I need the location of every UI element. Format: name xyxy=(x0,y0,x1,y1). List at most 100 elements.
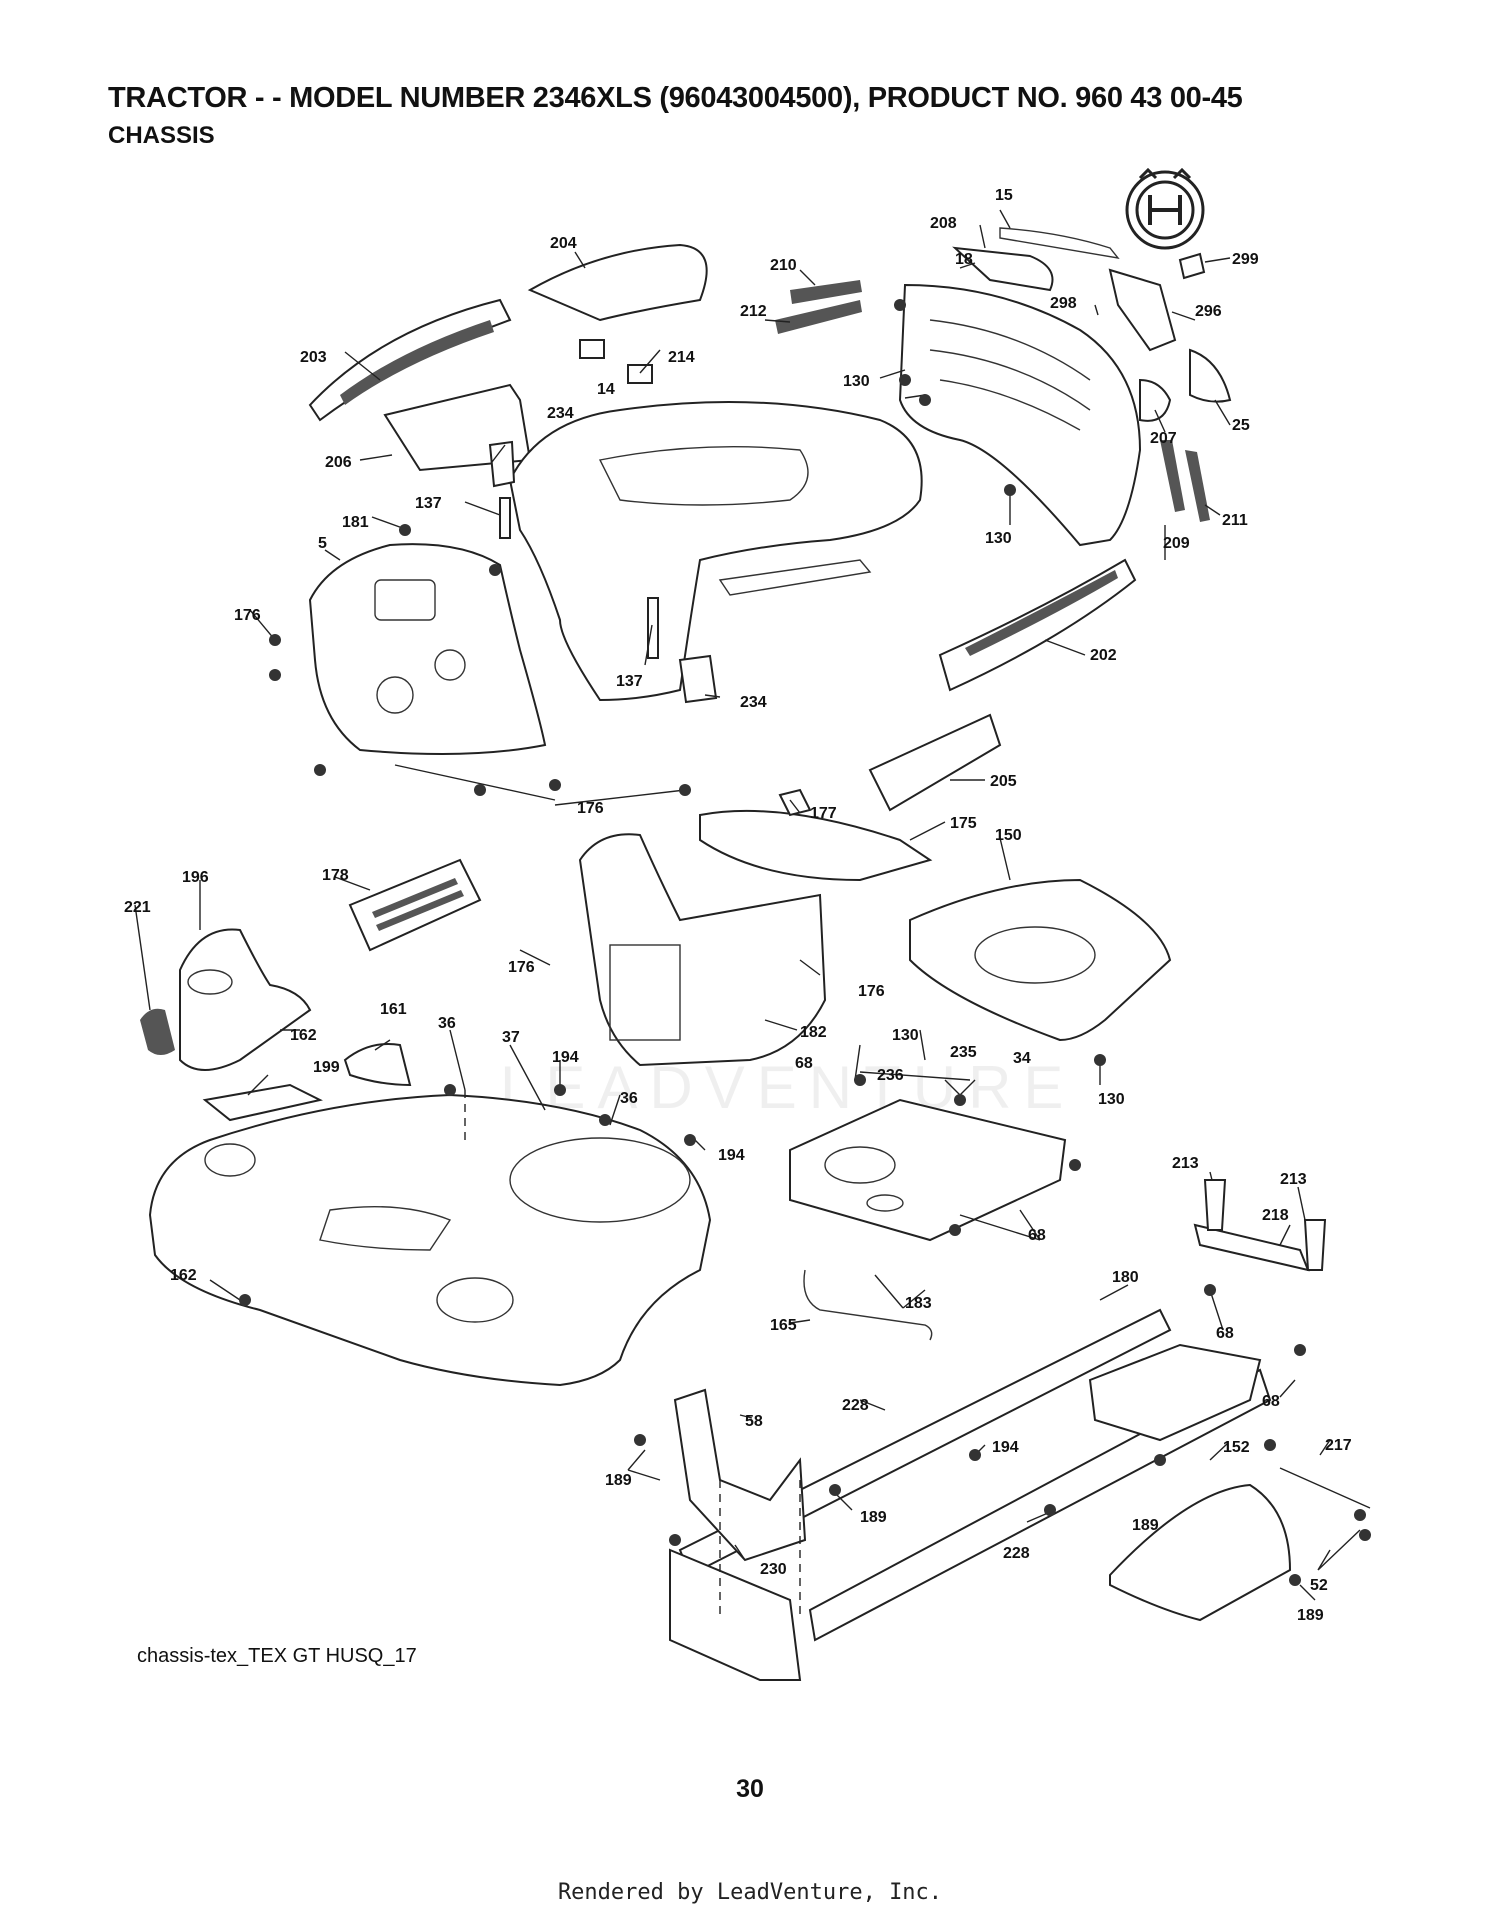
alignment-dashes xyxy=(464,1090,801,1620)
part-234-pad-2 xyxy=(678,654,718,704)
part-58-bracket xyxy=(673,1388,807,1562)
part-161-cover xyxy=(343,1043,412,1087)
part-205-hood-support xyxy=(868,713,1002,812)
callout-228a: 228 xyxy=(842,1397,869,1414)
callout-189b: 189 xyxy=(860,1509,887,1526)
part-202-mesh xyxy=(965,570,1118,656)
callout-296: 296 xyxy=(1195,303,1222,320)
watermark-text: LEADVENTURE xyxy=(500,1054,1075,1121)
section-subtitle: CHASSIS xyxy=(108,122,215,149)
callout-130d: 130 xyxy=(1098,1091,1125,1108)
callout-236: 236 xyxy=(877,1067,904,1084)
husqvarna-logo-icon xyxy=(1125,167,1205,250)
part-234-pad xyxy=(488,440,516,488)
part-203-mesh xyxy=(340,320,494,405)
callout-218: 218 xyxy=(1262,1207,1289,1224)
callout-189a: 189 xyxy=(605,1472,632,1489)
part-14-hood-panel xyxy=(598,445,809,506)
part-211-grille-strip xyxy=(1185,450,1210,522)
callout-34: 34 xyxy=(1013,1050,1031,1067)
callout-205: 205 xyxy=(990,773,1017,790)
part-182-opening xyxy=(609,944,681,1041)
callout-150: 150 xyxy=(995,827,1022,844)
callout-209: 209 xyxy=(1163,535,1190,552)
part-5-gauge-cluster xyxy=(374,579,436,621)
callout-234a: 234 xyxy=(547,405,574,422)
part-15-strip xyxy=(999,227,1120,260)
callout-137b: 137 xyxy=(616,673,643,690)
part-214-clip-2 xyxy=(627,364,653,384)
callout-203: 203 xyxy=(300,349,327,366)
callout-180: 180 xyxy=(1112,1269,1139,1286)
part-299-badge xyxy=(1178,252,1206,280)
callout-161: 161 xyxy=(380,1001,407,1018)
footer-credit: Rendered by LeadVenture, Inc. xyxy=(557,1880,943,1905)
callout-210: 210 xyxy=(770,257,797,274)
callout-176b: 176 xyxy=(577,800,604,817)
part-137-strip xyxy=(499,497,511,539)
callout-213a: 213 xyxy=(1172,1155,1199,1172)
part-214-clip xyxy=(579,339,605,359)
part-5-lever-hole xyxy=(434,649,466,681)
part-14-hood-slot xyxy=(718,559,872,596)
part-218-bracket xyxy=(1193,1223,1310,1272)
part-180-frame-housing xyxy=(1088,1343,1262,1442)
leader-lines xyxy=(134,209,1361,1601)
callout-130c: 130 xyxy=(892,1027,919,1044)
part-37-cutout xyxy=(319,1205,452,1251)
callout-68c: 68 xyxy=(1216,1325,1234,1342)
callout-162a: 162 xyxy=(290,1027,317,1044)
part-207-headlight xyxy=(1139,378,1172,422)
callout-228b: 228 xyxy=(1003,1545,1030,1562)
callout-211: 211 xyxy=(1222,512,1248,529)
part-37-seat-opening xyxy=(509,1137,691,1223)
diagram-caption: chassis-tex_TEX GT HUSQ_17 xyxy=(137,1645,417,1667)
callout-213b: 213 xyxy=(1280,1171,1307,1188)
part-209-grille-strip xyxy=(1160,440,1185,512)
callout-176a: 176 xyxy=(234,607,261,624)
callout-68a: 68 xyxy=(795,1055,813,1072)
callout-36b: 36 xyxy=(620,1090,638,1107)
callout-221: 221 xyxy=(124,899,151,916)
callout-15: 15 xyxy=(995,187,1013,204)
part-208-trim xyxy=(952,246,1054,292)
callout-162b: 162 xyxy=(170,1267,197,1284)
callout-194a: 194 xyxy=(552,1049,579,1066)
callout-230: 230 xyxy=(760,1561,787,1578)
callout-130b: 130 xyxy=(985,530,1012,547)
callout-196: 196 xyxy=(182,869,209,886)
callout-212: 212 xyxy=(740,303,767,320)
part-296-side-trim xyxy=(1108,268,1177,352)
callout-52: 52 xyxy=(1310,1577,1328,1594)
callout-298: 298 xyxy=(1050,295,1077,312)
part-217-link-rod xyxy=(1279,1467,1371,1509)
part-150-lower-pan xyxy=(909,878,1172,1042)
part-204-top-cover xyxy=(527,243,708,322)
part-165-rod xyxy=(803,1269,933,1341)
fastener-markers xyxy=(239,299,1371,1586)
callout-165: 165 xyxy=(770,1317,797,1334)
callout-204: 204 xyxy=(550,235,577,252)
part-37-fuel-hole xyxy=(204,1143,256,1177)
callout-130a: 130 xyxy=(843,373,870,390)
callout-178: 178 xyxy=(322,867,349,884)
part-212-vent xyxy=(775,300,862,334)
callout-137a: 137 xyxy=(415,495,442,512)
part-213-bolt xyxy=(1203,1179,1227,1231)
callout-68d: 68 xyxy=(1262,1393,1280,1410)
part-196-column-cover xyxy=(179,928,312,1071)
callout-194b: 194 xyxy=(718,1147,745,1164)
part-180-front-end xyxy=(669,1548,802,1681)
callout-176d: 176 xyxy=(858,983,885,1000)
callout-189c: 189 xyxy=(1132,1517,1159,1534)
callout-217: 217 xyxy=(1325,1437,1352,1454)
callout-235: 235 xyxy=(950,1044,977,1061)
callout-18: 18 xyxy=(955,251,973,268)
callout-176c: 176 xyxy=(508,959,535,976)
callout-182: 182 xyxy=(800,1024,827,1041)
callout-14: 14 xyxy=(597,381,615,398)
callout-36a: 36 xyxy=(438,1015,456,1032)
callout-68b: 68 xyxy=(1028,1227,1046,1244)
